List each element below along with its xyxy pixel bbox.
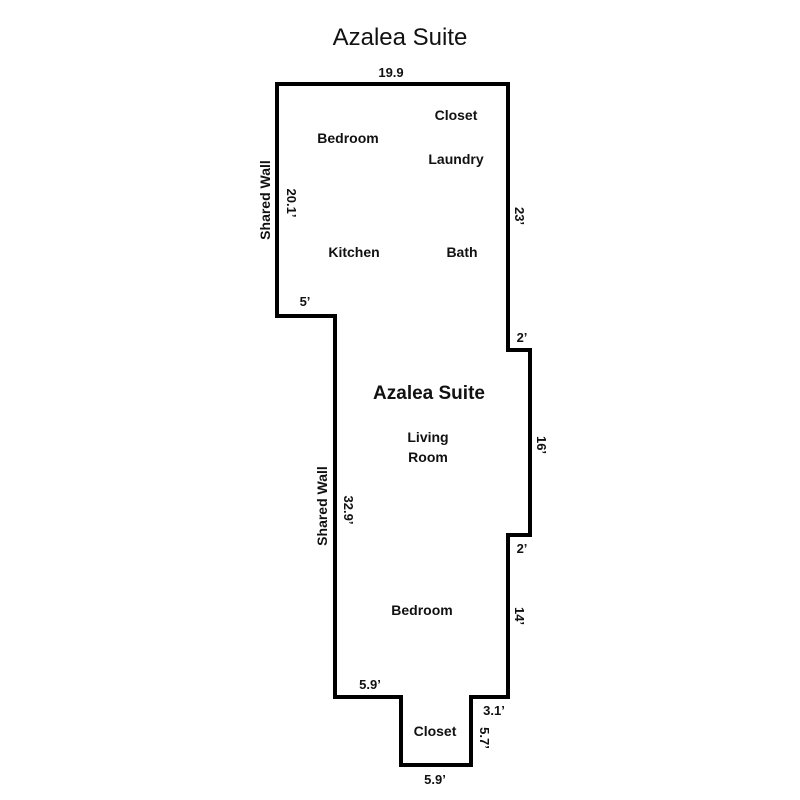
- dimension-jog-bottom: 2’: [517, 541, 528, 556]
- room-label-living-line1: Living: [407, 429, 448, 445]
- dimension-right-lower: 14’: [512, 607, 527, 625]
- room-label-closet-lower: Closet: [414, 723, 457, 739]
- dimension-closet-right: 5.7’: [477, 727, 492, 749]
- dimension-right-middle: 16’: [534, 436, 549, 454]
- room-label-bedroom-upper: Bedroom: [317, 130, 378, 146]
- shared-wall-label-lower: Shared Wall: [314, 466, 330, 546]
- room-label-laundry: Laundry: [428, 151, 483, 167]
- dimension-left-lower: 32.9’: [341, 496, 356, 525]
- dimension-left-upper: 20.1’: [284, 189, 299, 218]
- shared-wall-label-upper: Shared Wall: [257, 160, 273, 240]
- dimension-step-left: 5’: [300, 294, 311, 309]
- room-label-bedroom-lower: Bedroom: [391, 602, 452, 618]
- dimension-closet-right-top: 3.1’: [483, 703, 505, 718]
- room-label-living-line2: Room: [408, 449, 448, 465]
- room-label-bath: Bath: [446, 244, 477, 260]
- plan-title: Azalea Suite: [333, 24, 468, 51]
- room-label-closet-upper: Closet: [435, 107, 478, 123]
- dimension-right-upper: 23’: [512, 207, 527, 225]
- dimension-bottom-left: 5.9’: [359, 677, 381, 692]
- suite-label: Azalea Suite: [373, 383, 485, 404]
- dimension-closet-bottom: 5.9’: [424, 772, 446, 787]
- dimension-top: 19.9: [378, 65, 403, 80]
- dimension-jog-top: 2’: [517, 330, 528, 345]
- suite-outline-wall: [275, 82, 532, 767]
- room-label-kitchen: Kitchen: [328, 244, 379, 260]
